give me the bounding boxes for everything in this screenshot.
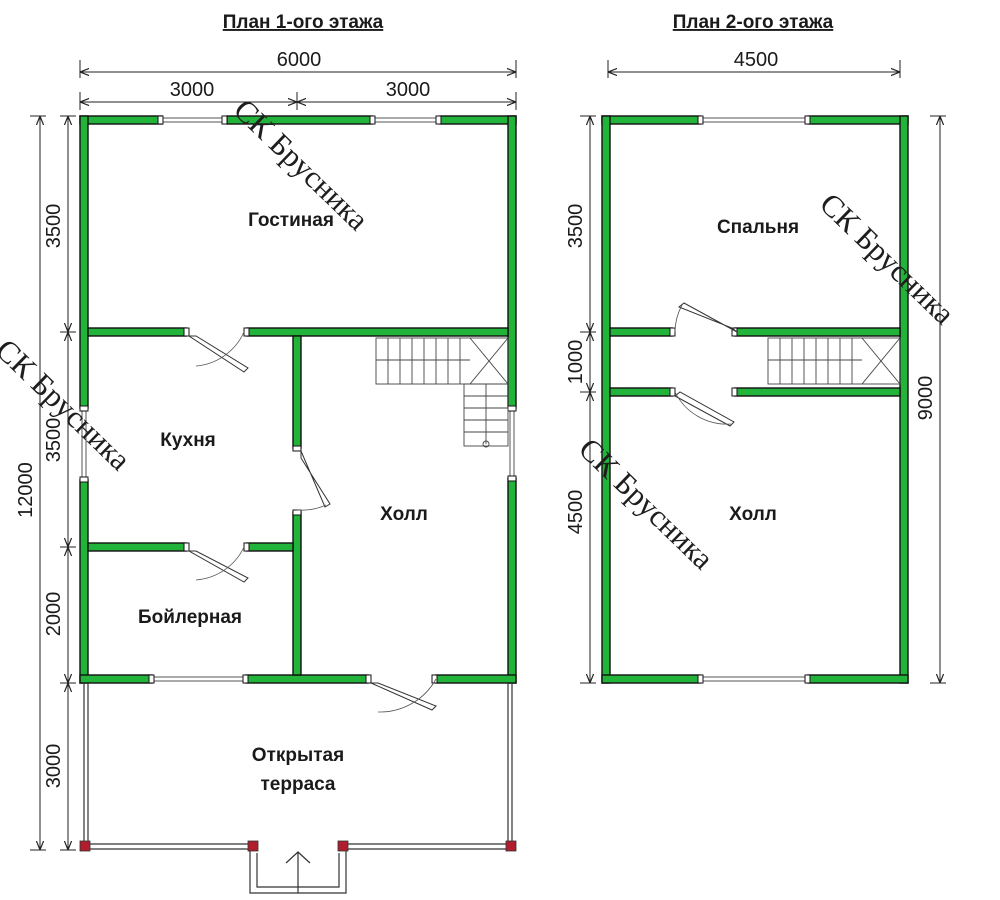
room-label-terrace-line2: терраса xyxy=(260,774,335,795)
plan1-dim-terrace-depth: 3000 xyxy=(43,744,65,789)
plan1-entry-steps xyxy=(249,851,347,894)
plan2-doors xyxy=(669,302,738,427)
room-label-terrace-line1: Открытая xyxy=(252,745,344,766)
watermark-4: СК Брусника xyxy=(572,431,721,576)
plan1-dim-total-width: 6000 xyxy=(277,49,322,71)
plan1-stairs xyxy=(375,337,509,448)
plan1-dim-living-depth: 3500 xyxy=(43,204,65,249)
plan1-windows xyxy=(79,115,517,684)
room-label-living: Гостиная xyxy=(248,210,334,231)
plan1-dim-boiler-depth: 2000 xyxy=(43,592,65,637)
plan2-title: План 2-ого этажа xyxy=(673,12,834,33)
plan1-dim-right-width: 3000 xyxy=(386,79,431,101)
plan2-dim-total-length: 9000 xyxy=(915,376,937,421)
plan2-dim-bedroom-depth: 3500 xyxy=(565,204,587,249)
watermark-2: СК Брусника xyxy=(0,332,138,477)
plan1-dim-total-length: 12000 xyxy=(15,462,37,518)
plan2-walls xyxy=(601,115,909,684)
plan2-windows xyxy=(697,115,811,684)
plan2-dimension-lines xyxy=(580,60,946,684)
room-label-hall-2: Холл xyxy=(729,504,777,525)
plan2-dim-hall-depth: 4500 xyxy=(565,490,587,535)
plan1-doors xyxy=(183,327,438,713)
plan1-terrace xyxy=(79,683,517,852)
plan1-title: План 1-ого этажа xyxy=(223,12,384,33)
plan1-walls xyxy=(79,115,517,684)
room-label-boiler: Бойлерная xyxy=(138,607,242,628)
room-label-bedroom: Спальня xyxy=(717,217,799,238)
room-label-kitchen: Кухня xyxy=(160,430,216,451)
plan2-dim-stair-depth: 1000 xyxy=(565,340,587,385)
plan1-dim-left-width: 3000 xyxy=(170,79,215,101)
plan2-dim-total-width: 4500 xyxy=(734,49,779,71)
plan1-dim-kitchen-depth: 3500 xyxy=(43,418,65,463)
plan2-stairs xyxy=(767,337,901,385)
room-label-hall-1: Холл xyxy=(380,504,428,525)
plan1-dimension-lines xyxy=(30,60,517,851)
